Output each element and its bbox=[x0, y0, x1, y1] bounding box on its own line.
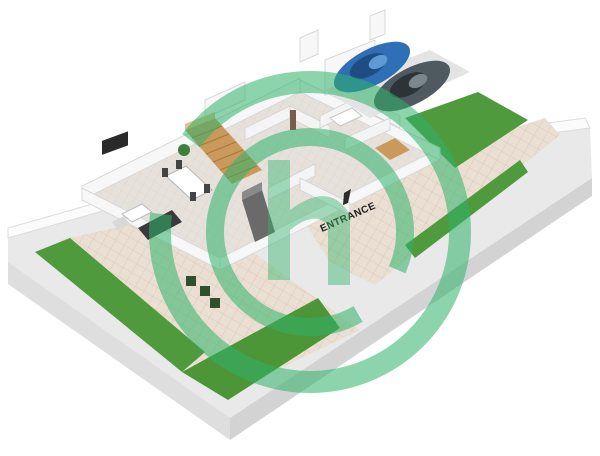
watermark-logo bbox=[149, 71, 471, 393]
entrance-arrow-icon bbox=[343, 189, 351, 205]
entrance-paving bbox=[300, 118, 560, 285]
terrace-chairs bbox=[186, 276, 220, 308]
dining-table bbox=[165, 165, 213, 201]
rear-lawn bbox=[405, 92, 528, 168]
bathroom-fixtures bbox=[290, 107, 410, 160]
kitchen bbox=[242, 182, 275, 242]
tv-unit bbox=[102, 131, 128, 155]
plant bbox=[178, 144, 190, 156]
armchair bbox=[112, 216, 130, 230]
dining-furniture bbox=[162, 144, 213, 201]
coffee-table bbox=[121, 203, 153, 223]
front-lawn bbox=[35, 238, 205, 372]
